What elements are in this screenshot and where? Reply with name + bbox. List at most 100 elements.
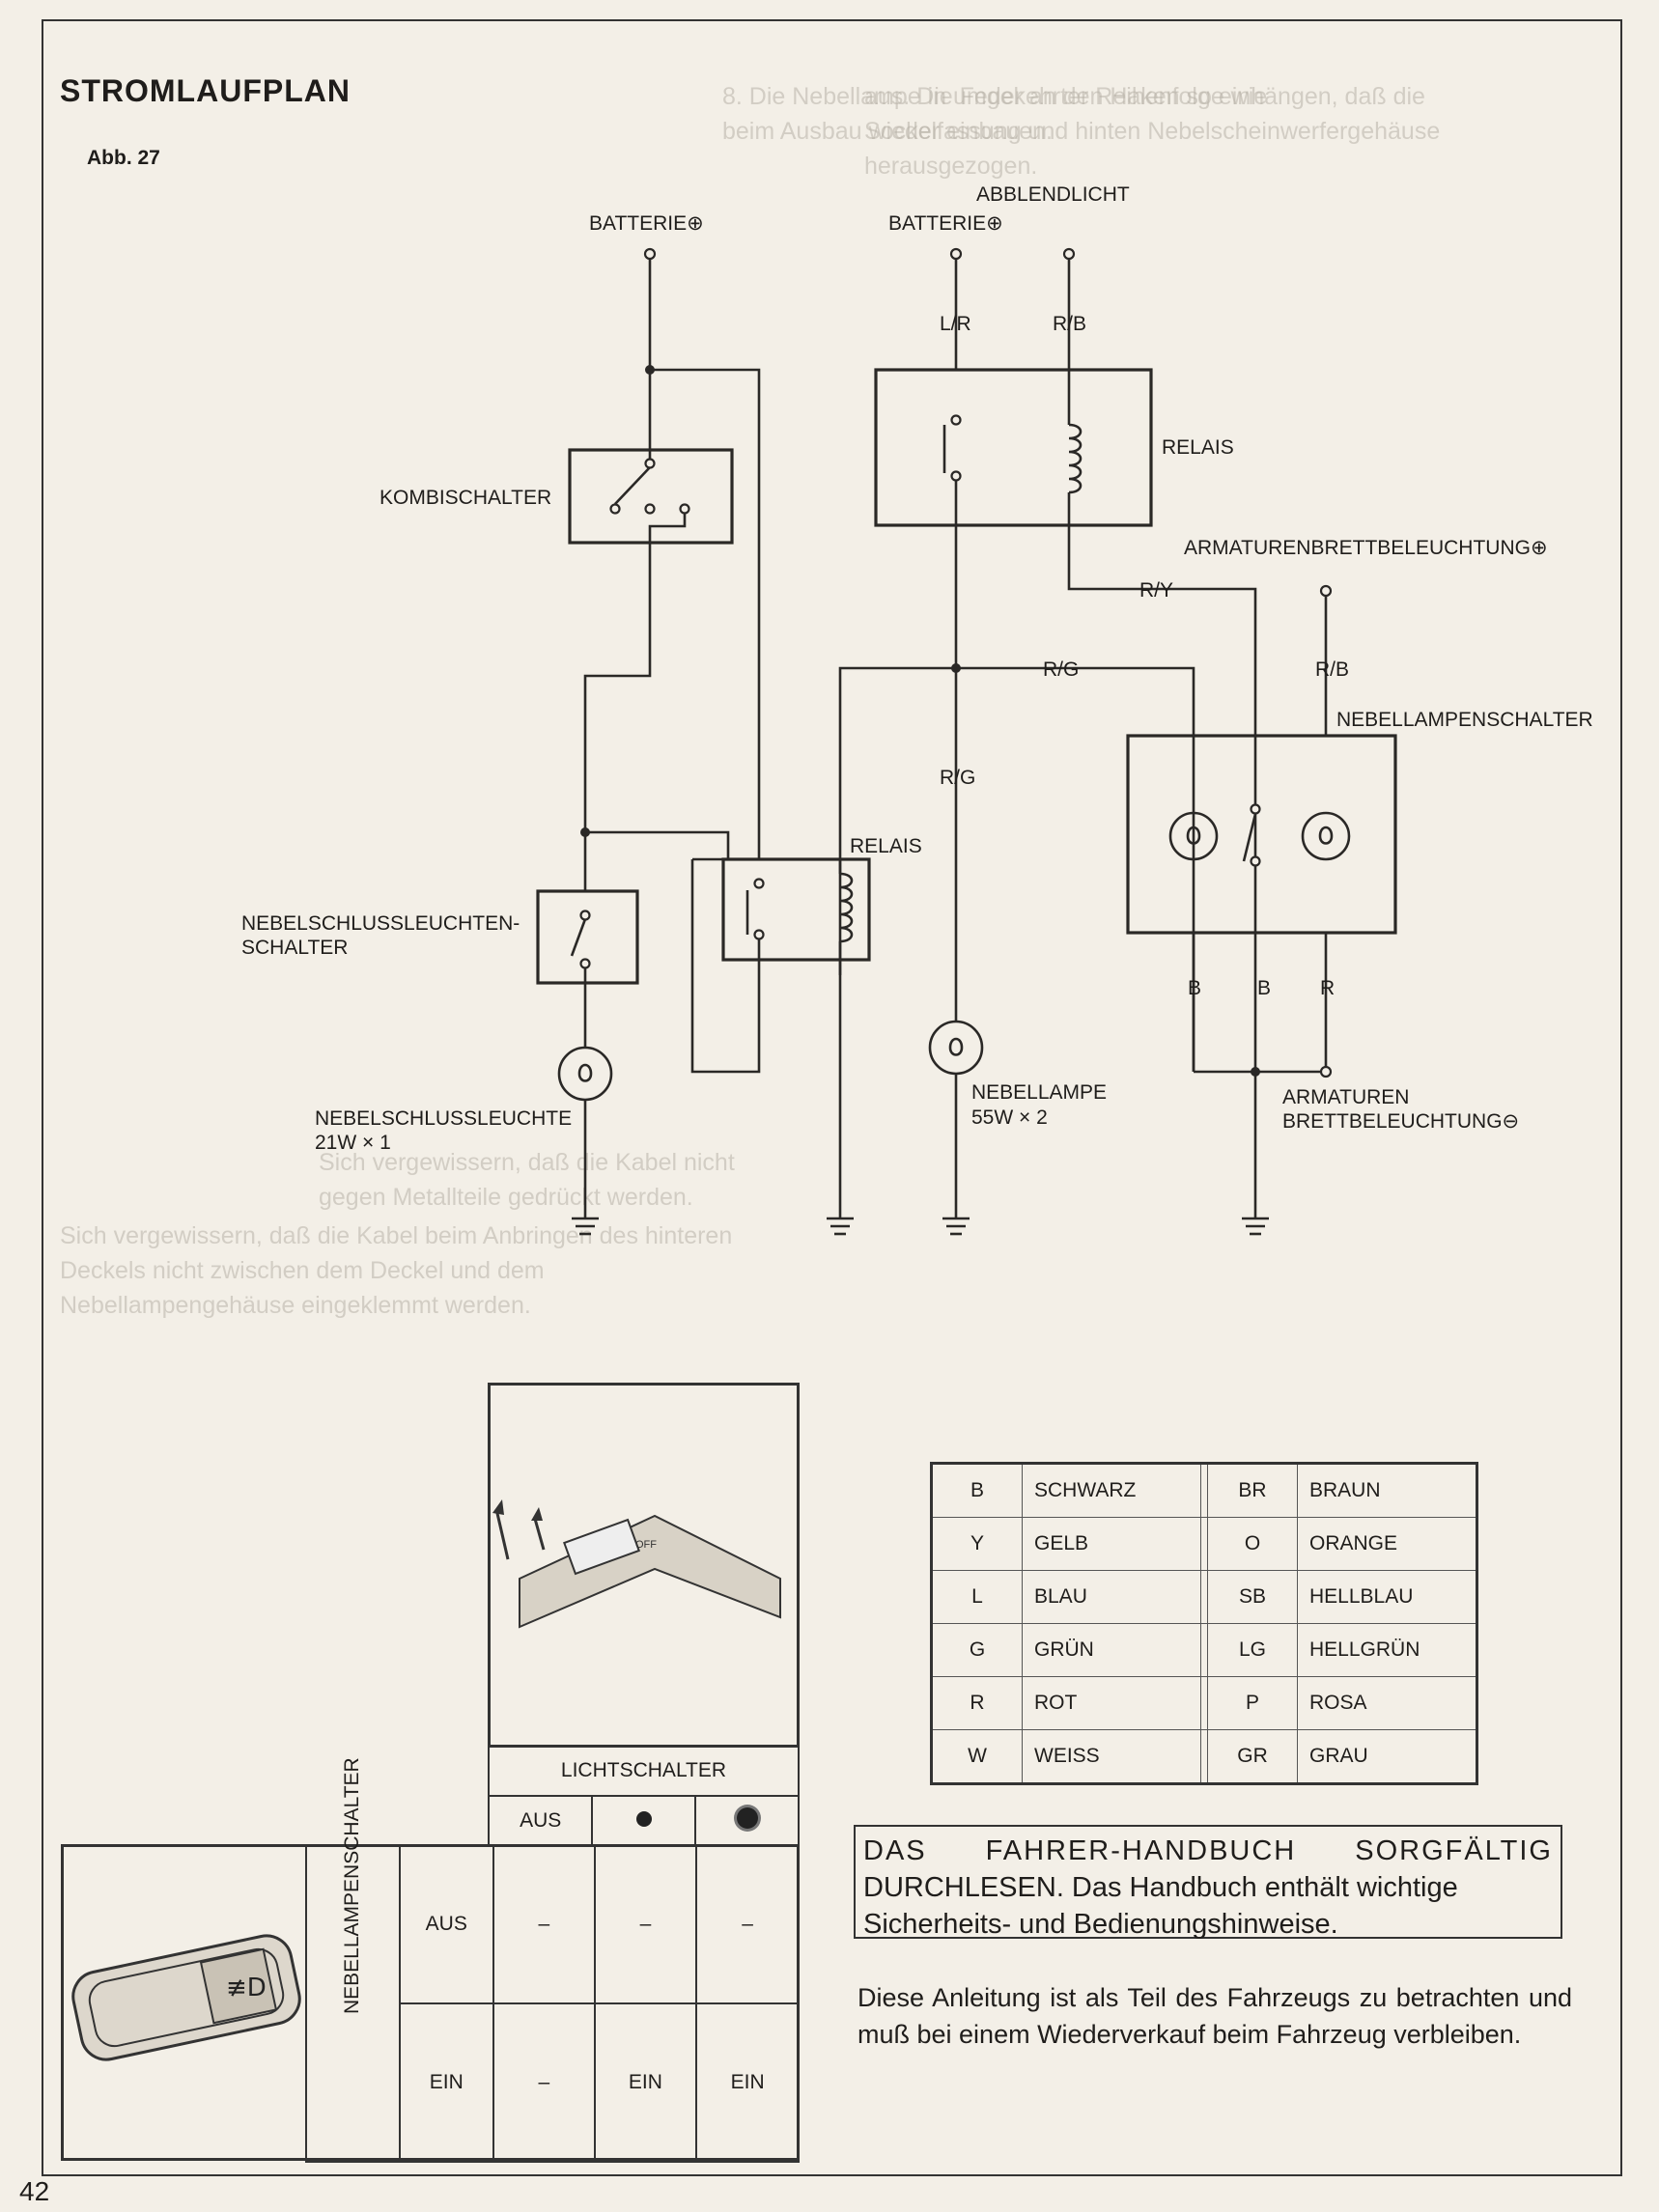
lichtschalter-header: LICHTSCHALTER AUS — [487, 1745, 800, 1847]
wire-code-r: R — [1320, 977, 1335, 999]
nebelschlussleuchte-lamp — [557, 1046, 613, 1102]
wire-code-rg-h: R/G — [1043, 658, 1079, 681]
color-name: SCHWARZ — [1022, 1463, 1201, 1518]
label-armaturen-minus-1: ARMATUREN — [1282, 1086, 1409, 1108]
page-number: 42 — [19, 2176, 50, 2206]
color-name: GRÜN — [1022, 1623, 1201, 1677]
fog-switch-illustration: ≢D — [64, 1847, 305, 2158]
separator — [1200, 1623, 1208, 1677]
label-relais-top: RELAIS — [1162, 436, 1234, 459]
row-aus-c2: – — [593, 1844, 698, 2004]
color-name: GELB — [1022, 1517, 1201, 1571]
wiring-diagram: BATTERIE⊕ KOMBISCHALTER NEBELSCHLUSSLEUC… — [241, 183, 1593, 1236]
nebellampenschalter-box — [1126, 734, 1397, 935]
svg-text:≢D: ≢D — [226, 1974, 267, 2002]
label-nebelschluss-schalter-1: NEBELSCHLUSSLEUCHTEN- — [241, 912, 520, 935]
row-ein-label: EIN — [398, 2002, 494, 2163]
row-aus-c1: – — [492, 1844, 596, 2004]
row-ein-c3: EIN — [695, 2002, 800, 2163]
label-nebelschlussleuchte-1: NEBELSCHLUSSLEUCHTE — [315, 1107, 572, 1130]
relais-mid-box — [721, 857, 871, 962]
label-nebellampe-2: 55W × 2 — [971, 1106, 1048, 1129]
page-frame — [42, 19, 1622, 2176]
color-code: P — [1207, 1676, 1298, 1730]
color-name: HELLBLAU — [1297, 1570, 1477, 1624]
wire-code-b2: B — [1257, 977, 1271, 999]
color-name: GRAU — [1297, 1729, 1477, 1784]
separator — [1200, 1517, 1208, 1571]
nebellampenschalter-table: NEBELLAMPENSCHALTER AUS – – – EIN – EIN … — [305, 1757, 800, 2163]
label-relais-mid: RELAIS — [850, 835, 922, 857]
stalk-off-label: OFF — [635, 1539, 657, 1551]
nebellampenschalter-label-cell: NEBELLAMPENSCHALTER — [305, 1757, 401, 2163]
color-code: R — [931, 1676, 1023, 1730]
label-batterie-right: BATTERIE⊕ — [888, 212, 1003, 235]
color-name: ROT — [1022, 1676, 1201, 1730]
separator — [1200, 1729, 1208, 1784]
terminal-abblendlicht — [1062, 247, 1076, 261]
separator — [1200, 1676, 1208, 1730]
wire-code-rb-top: R/B — [1053, 313, 1086, 335]
show-through-bullet-2: Sich vergewissern, daß die Kabel beim An… — [60, 1222, 733, 1319]
label-nebelschluss-schalter-2: SCHALTER — [241, 937, 348, 959]
fog-switch-icon: ≢D — [71, 1934, 301, 2061]
label-armaturen-minus-2: BRETTBELEUCHTUNG⊖ — [1282, 1110, 1519, 1133]
wire-code-rb-right: R/B — [1315, 658, 1349, 681]
label-nebellampe-1: NEBELLAMPE — [971, 1081, 1107, 1104]
row-aus-c3: – — [695, 1844, 800, 2004]
nebellampe-lamp — [928, 1020, 984, 1076]
relais-mid-coil — [839, 872, 854, 943]
col-aus: AUS — [487, 1795, 594, 1847]
stalk-switch-icon: OFF — [492, 1499, 781, 1629]
show-through-top-right: aus. Die Feder an den Haken so einhängen… — [864, 83, 1441, 180]
label-nebelschlussleuchte-2: 21W × 1 — [315, 1132, 391, 1154]
page-title: STROMLAUFPLAN — [60, 73, 351, 108]
color-code: G — [931, 1623, 1023, 1677]
color-code: GR — [1207, 1729, 1298, 1784]
color-name: BRAUN — [1297, 1463, 1477, 1518]
label-batterie-left: BATTERIE⊕ — [589, 212, 704, 235]
row-ein-c2: EIN — [593, 2002, 698, 2163]
warning-line-2: DURCHLESEN. Das Handbuch enthält wichtig… — [863, 1872, 1458, 1903]
color-code: BR — [1207, 1463, 1298, 1518]
row-aus-label: AUS — [398, 1844, 494, 2004]
col-high-beam-icon — [694, 1795, 800, 1847]
color-code: W — [931, 1729, 1023, 1784]
wire-code-rg-v: R/G — [940, 767, 975, 789]
warning-line-3: Sicherheits- und Bedienungshinweise. — [863, 1909, 1338, 1940]
label-kombischalter: KOMBISCHALTER — [380, 487, 551, 509]
col-low-beam-icon — [591, 1795, 697, 1847]
show-through-bullet-1: Sich vergewissern, daß die Kabel nicht g… — [319, 1149, 735, 1211]
color-name: BLAU — [1022, 1570, 1201, 1624]
color-code: L — [931, 1570, 1023, 1624]
color-code: LG — [1207, 1623, 1298, 1677]
terminal-armaturen-plus — [1319, 584, 1333, 598]
resale-note: Diese Anleitung ist als Teil des Fahrzeu… — [858, 1983, 1572, 2049]
separator — [1200, 1463, 1208, 1518]
lichtschalter-illustration: OFF — [488, 1383, 800, 1748]
show-through-top-left: 8. Die Nebellampe in umgekehrter Reihenf… — [722, 83, 1268, 145]
color-code: Y — [931, 1517, 1023, 1571]
separator — [1200, 1570, 1208, 1624]
terminal-armaturen-minus — [1319, 1065, 1333, 1078]
wire-code-b1: B — [1188, 977, 1201, 999]
terminal-batterie-right — [949, 247, 963, 261]
wire-code-lr: L/R — [940, 313, 971, 335]
figure-label: Abb. 27 — [87, 147, 160, 169]
lichtschalter-label: LICHTSCHALTER — [488, 1745, 800, 1797]
label-abblendlicht: ABBLENDLICHT — [976, 183, 1130, 206]
label-nebellampenschalter: NEBELLAMPENSCHALTER — [1336, 709, 1593, 731]
color-name: WEISS — [1022, 1729, 1201, 1784]
color-code: O — [1207, 1517, 1298, 1571]
row-ein-c1: – — [492, 2002, 596, 2163]
wire-code-ry: R/Y — [1139, 579, 1173, 602]
warning-box: DAS FAHRER-HANDBUCH SORGFÄLTIG DURCHLESE… — [854, 1825, 1562, 1940]
terminal-batterie-left — [643, 247, 657, 261]
